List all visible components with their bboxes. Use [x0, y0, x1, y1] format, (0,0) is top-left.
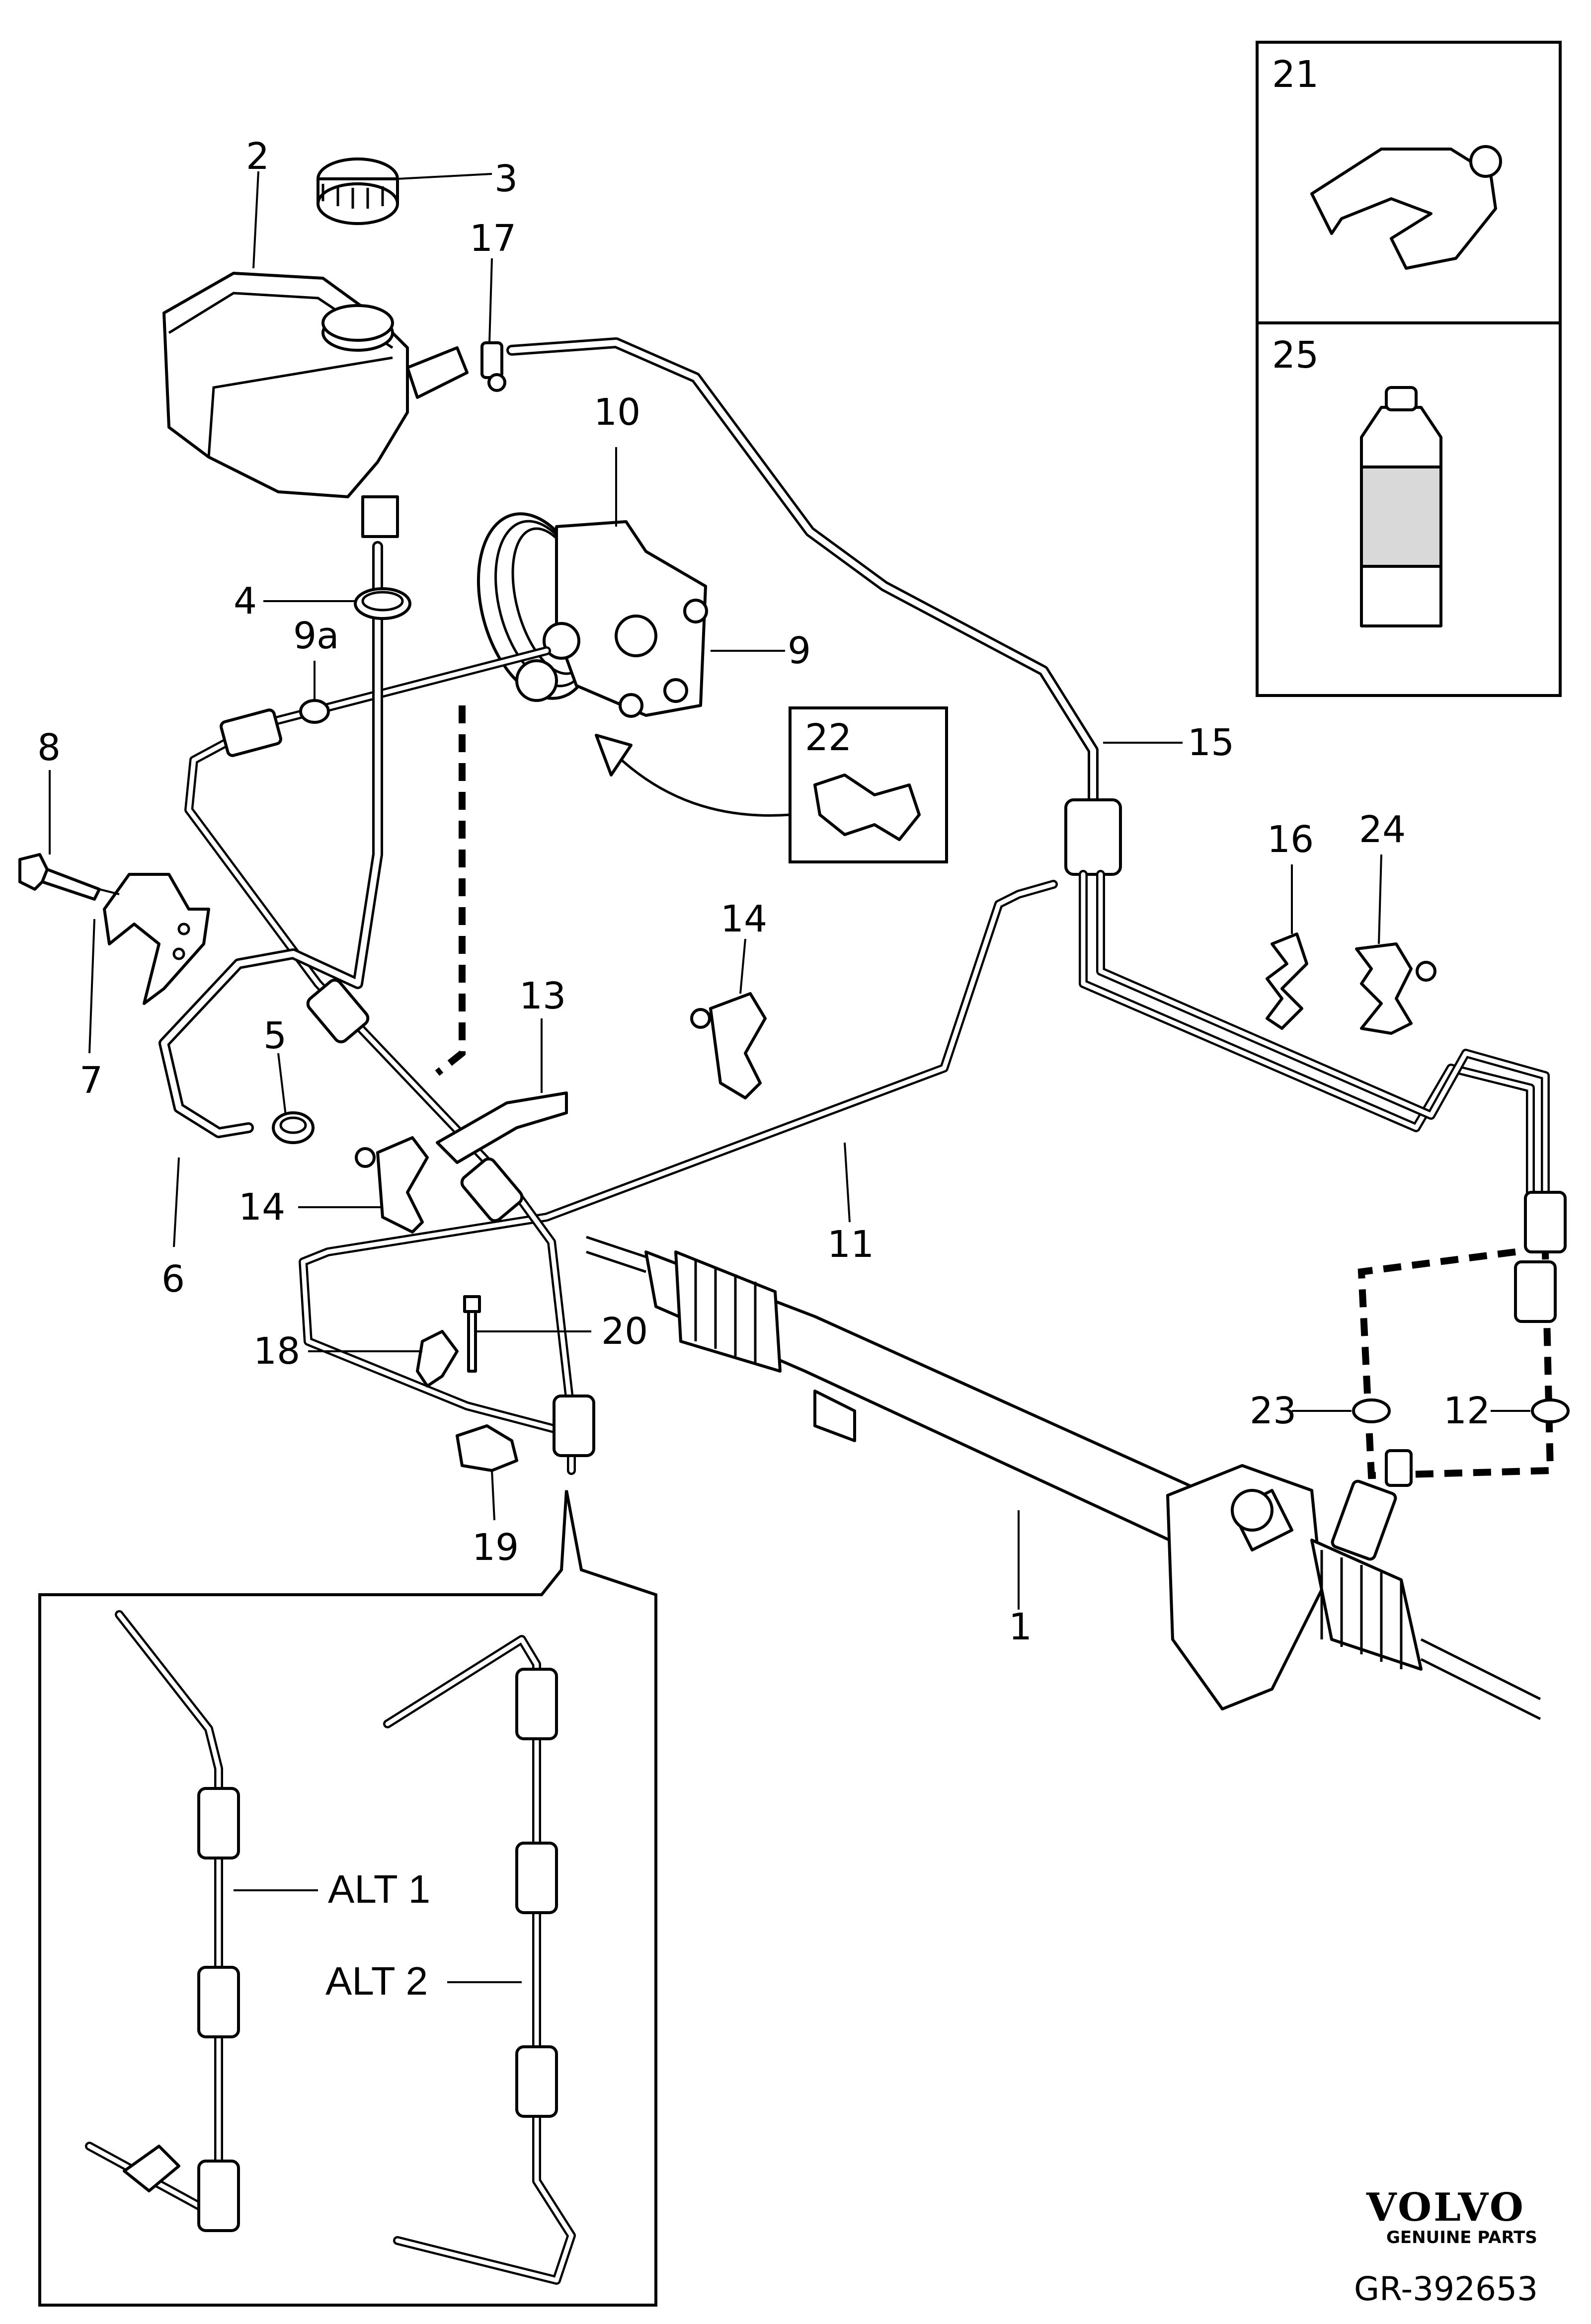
alternatives-inset: ALT 1 ALT 2: [38, 1490, 657, 2307]
callout-4: 4: [234, 580, 257, 622]
callout-3: 3: [494, 157, 518, 200]
diagram-reference: GR-392653: [1354, 2270, 1538, 2308]
callout-10: 10: [594, 391, 640, 434]
callouts: 2 3 17 10 4 9a 9 22 15 8 16 24 14 13 5 7…: [37, 53, 1490, 1648]
alt1-label: ALT 1: [328, 1867, 430, 1911]
bolt-20: [463, 1295, 481, 1373]
callout-18: 18: [253, 1330, 300, 1373]
bracket-7: [103, 873, 210, 1005]
bolt-8: [18, 853, 101, 901]
clamp-19: [456, 1424, 518, 1472]
dashed-assembly-line-right: [1357, 1248, 1554, 1479]
leader-lines: [49, 171, 1530, 1610]
callout-2: 2: [246, 135, 269, 178]
union-fittings: [1514, 1191, 1567, 1323]
steering-rack: [586, 1236, 1541, 1720]
alt2-label: ALT 2: [325, 1959, 428, 2003]
hose-clamp-17: [480, 341, 506, 392]
callout-25: 25: [1272, 334, 1319, 377]
suction-hose-6: [159, 541, 383, 1138]
volvo-branding: VOLVO GENUINE PARTS GR-392653: [1354, 2185, 1538, 2308]
box-22: [595, 706, 948, 863]
pressure-hose: [184, 646, 595, 1475]
clip-14-left: [355, 1136, 429, 1234]
callout-21: 21: [1272, 53, 1319, 96]
callout-9a: 9a: [293, 615, 339, 657]
clamp-18: [416, 1330, 459, 1388]
callout-8: 8: [37, 726, 61, 769]
clip-16: [1266, 932, 1308, 1030]
fluid-reservoir: [162, 272, 469, 538]
callout-9: 9: [788, 629, 811, 672]
clip-24: [1355, 942, 1436, 1035]
callout-11: 11: [827, 1223, 874, 1266]
callout-15: 15: [1188, 721, 1234, 764]
pressure-line-11: [299, 880, 1058, 1435]
power-steering-pump: [477, 512, 708, 718]
callout-7: 7: [80, 1059, 103, 1102]
callout-19: 19: [472, 1526, 519, 1569]
callout-14-center: 14: [720, 898, 767, 940]
brand-tagline: GENUINE PARTS: [1386, 2228, 1537, 2247]
clip-14-center: [690, 992, 767, 1099]
brand-logo: VOLVO: [1366, 2185, 1525, 2230]
callout-23: 23: [1250, 1390, 1296, 1432]
callout-22: 22: [805, 716, 852, 759]
callout-6: 6: [161, 1258, 185, 1301]
o-ring-12: [1531, 1398, 1570, 1423]
callout-14-left: 14: [239, 1186, 285, 1229]
callout-5: 5: [263, 1014, 287, 1057]
reservoir-cap: [317, 157, 399, 225]
callout-13: 13: [519, 975, 566, 1017]
o-ring-9a: [299, 699, 330, 724]
callout-1: 1: [1009, 1606, 1032, 1648]
callout-17: 17: [470, 217, 516, 260]
hose-clamp-4: [354, 587, 411, 620]
callout-12: 12: [1443, 1390, 1490, 1432]
callout-20: 20: [601, 1310, 648, 1353]
o-ring-23: [1352, 1398, 1391, 1423]
callout-16: 16: [1267, 818, 1314, 861]
hose-clamp-5: [272, 1111, 315, 1144]
tie-strap-13: [436, 1091, 568, 1164]
dashed-assembly-line: [435, 705, 466, 1076]
callout-24: 24: [1359, 808, 1406, 851]
box-21-25: [1256, 41, 1562, 697]
